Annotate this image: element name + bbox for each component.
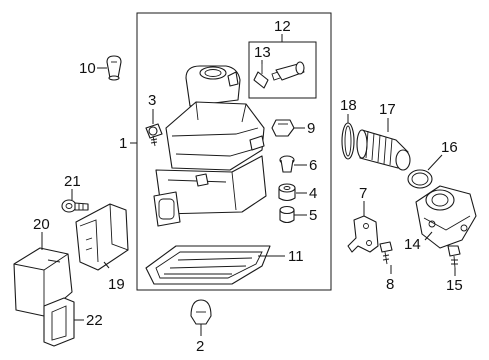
callout-10: 10: [79, 60, 96, 77]
callout-16: 16: [441, 139, 458, 156]
callout-18: 18: [340, 97, 357, 114]
callout-12: 12: [274, 18, 291, 35]
callout-1: 1: [119, 135, 127, 152]
callout-4: 4: [309, 185, 317, 202]
part-11-filter-element: [145, 245, 271, 285]
part-7-bracket: [347, 215, 379, 253]
callout-6: 6: [309, 157, 317, 174]
part-22-cover-plate: [43, 297, 75, 347]
callout-17: 17: [379, 101, 396, 118]
callout-8: 8: [386, 276, 394, 293]
part-8-bolt: [379, 241, 393, 265]
air-cleaner-housing: [153, 65, 267, 227]
part-21-bolt: [61, 199, 89, 213]
callout-20: 20: [33, 216, 50, 233]
part-20-resonator: [13, 247, 73, 317]
part-17-intake-hose: [356, 129, 411, 171]
callout-22: 22: [86, 312, 103, 329]
callout-21: 21: [64, 173, 81, 190]
part-14-throttle-adapter: [415, 185, 477, 249]
part-5-grommet: [279, 205, 295, 224]
callout-7: 7: [359, 185, 367, 202]
part-12-sensor-body: [271, 61, 305, 81]
callout-2: 2: [196, 338, 204, 355]
air-cleaner-assembly-frame: [136, 12, 332, 291]
part-9-bracket: [271, 119, 295, 137]
callout-15: 15: [446, 277, 463, 294]
part-13-sensor: [253, 64, 269, 89]
callout-3: 3: [148, 92, 156, 109]
part-6-grommet: [279, 155, 295, 173]
part-19-duct: [75, 203, 129, 271]
part-15-bolt: [447, 245, 461, 269]
part-2-clip: [190, 299, 212, 325]
callout-14: 14: [404, 236, 421, 253]
callout-13: 13: [254, 44, 271, 61]
callout-5: 5: [309, 207, 317, 224]
part-16-seal-ring: [407, 169, 433, 189]
leader-lines: [41, 34, 456, 336]
part-3-screw: [145, 123, 163, 147]
callout-19: 19: [108, 276, 125, 293]
part-18-clamp: [341, 122, 355, 160]
part-4-grommet: [278, 183, 296, 202]
part-10-cap: [106, 55, 122, 81]
callout-11: 11: [288, 248, 304, 265]
callout-9: 9: [307, 120, 315, 137]
